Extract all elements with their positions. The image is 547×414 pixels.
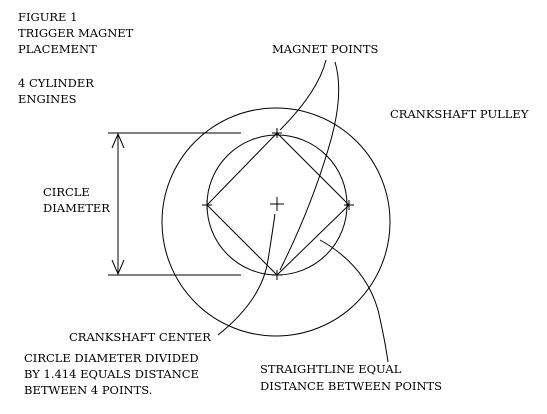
figure-title-line-2: TRIGGER MAGNET [18,26,134,40]
note-line-3: BETWEEN 4 POINTS. [24,383,152,397]
circle-diameter-line-2: DIAMETER [43,201,110,215]
magnet-point-right-marker [344,200,354,210]
crankshaft-center-leader [217,213,276,336]
magnet-point-left-marker [202,200,212,210]
straightline-leader [319,239,389,363]
note-line-1: CIRCLE DIAMETER DIVIDED [24,351,199,365]
diameter-arrow-top [111,132,125,149]
note-line-2: BY 1.414 EQUALS DISTANCE [24,367,199,381]
diameter-arrow-bottom [111,259,125,276]
magnet-points-leader-bottom [279,61,340,271]
magnet-point-top-marker [272,128,282,138]
crankshaft-pulley-label: CRANKSHAFT PULLEY [390,107,529,121]
figure-title-line-1: FIGURE 1 [18,10,77,24]
magnet-points-leader-top [279,59,327,131]
straightline-line-1: STRAIGHTLINE EQUAL [260,362,402,376]
crankshaft-center-marker [270,197,284,211]
engine-line-2: ENGINES [18,92,77,106]
straightline-line-2: DISTANCE BETWEEN POINTS [260,379,442,393]
magnet-point-bottom-marker [272,270,282,280]
engine-line-1: 4 CYLINDER [18,76,94,90]
magnet-points-label: MAGNET POINTS [272,42,378,56]
circle-diameter-line-1: CIRCLE [43,185,90,199]
crankshaft-center-label: CRANKSHAFT CENTER [69,330,211,344]
figure-title-line-3: PLACEMENT [18,42,97,56]
crankshaft-pulley-circle [161,107,391,337]
